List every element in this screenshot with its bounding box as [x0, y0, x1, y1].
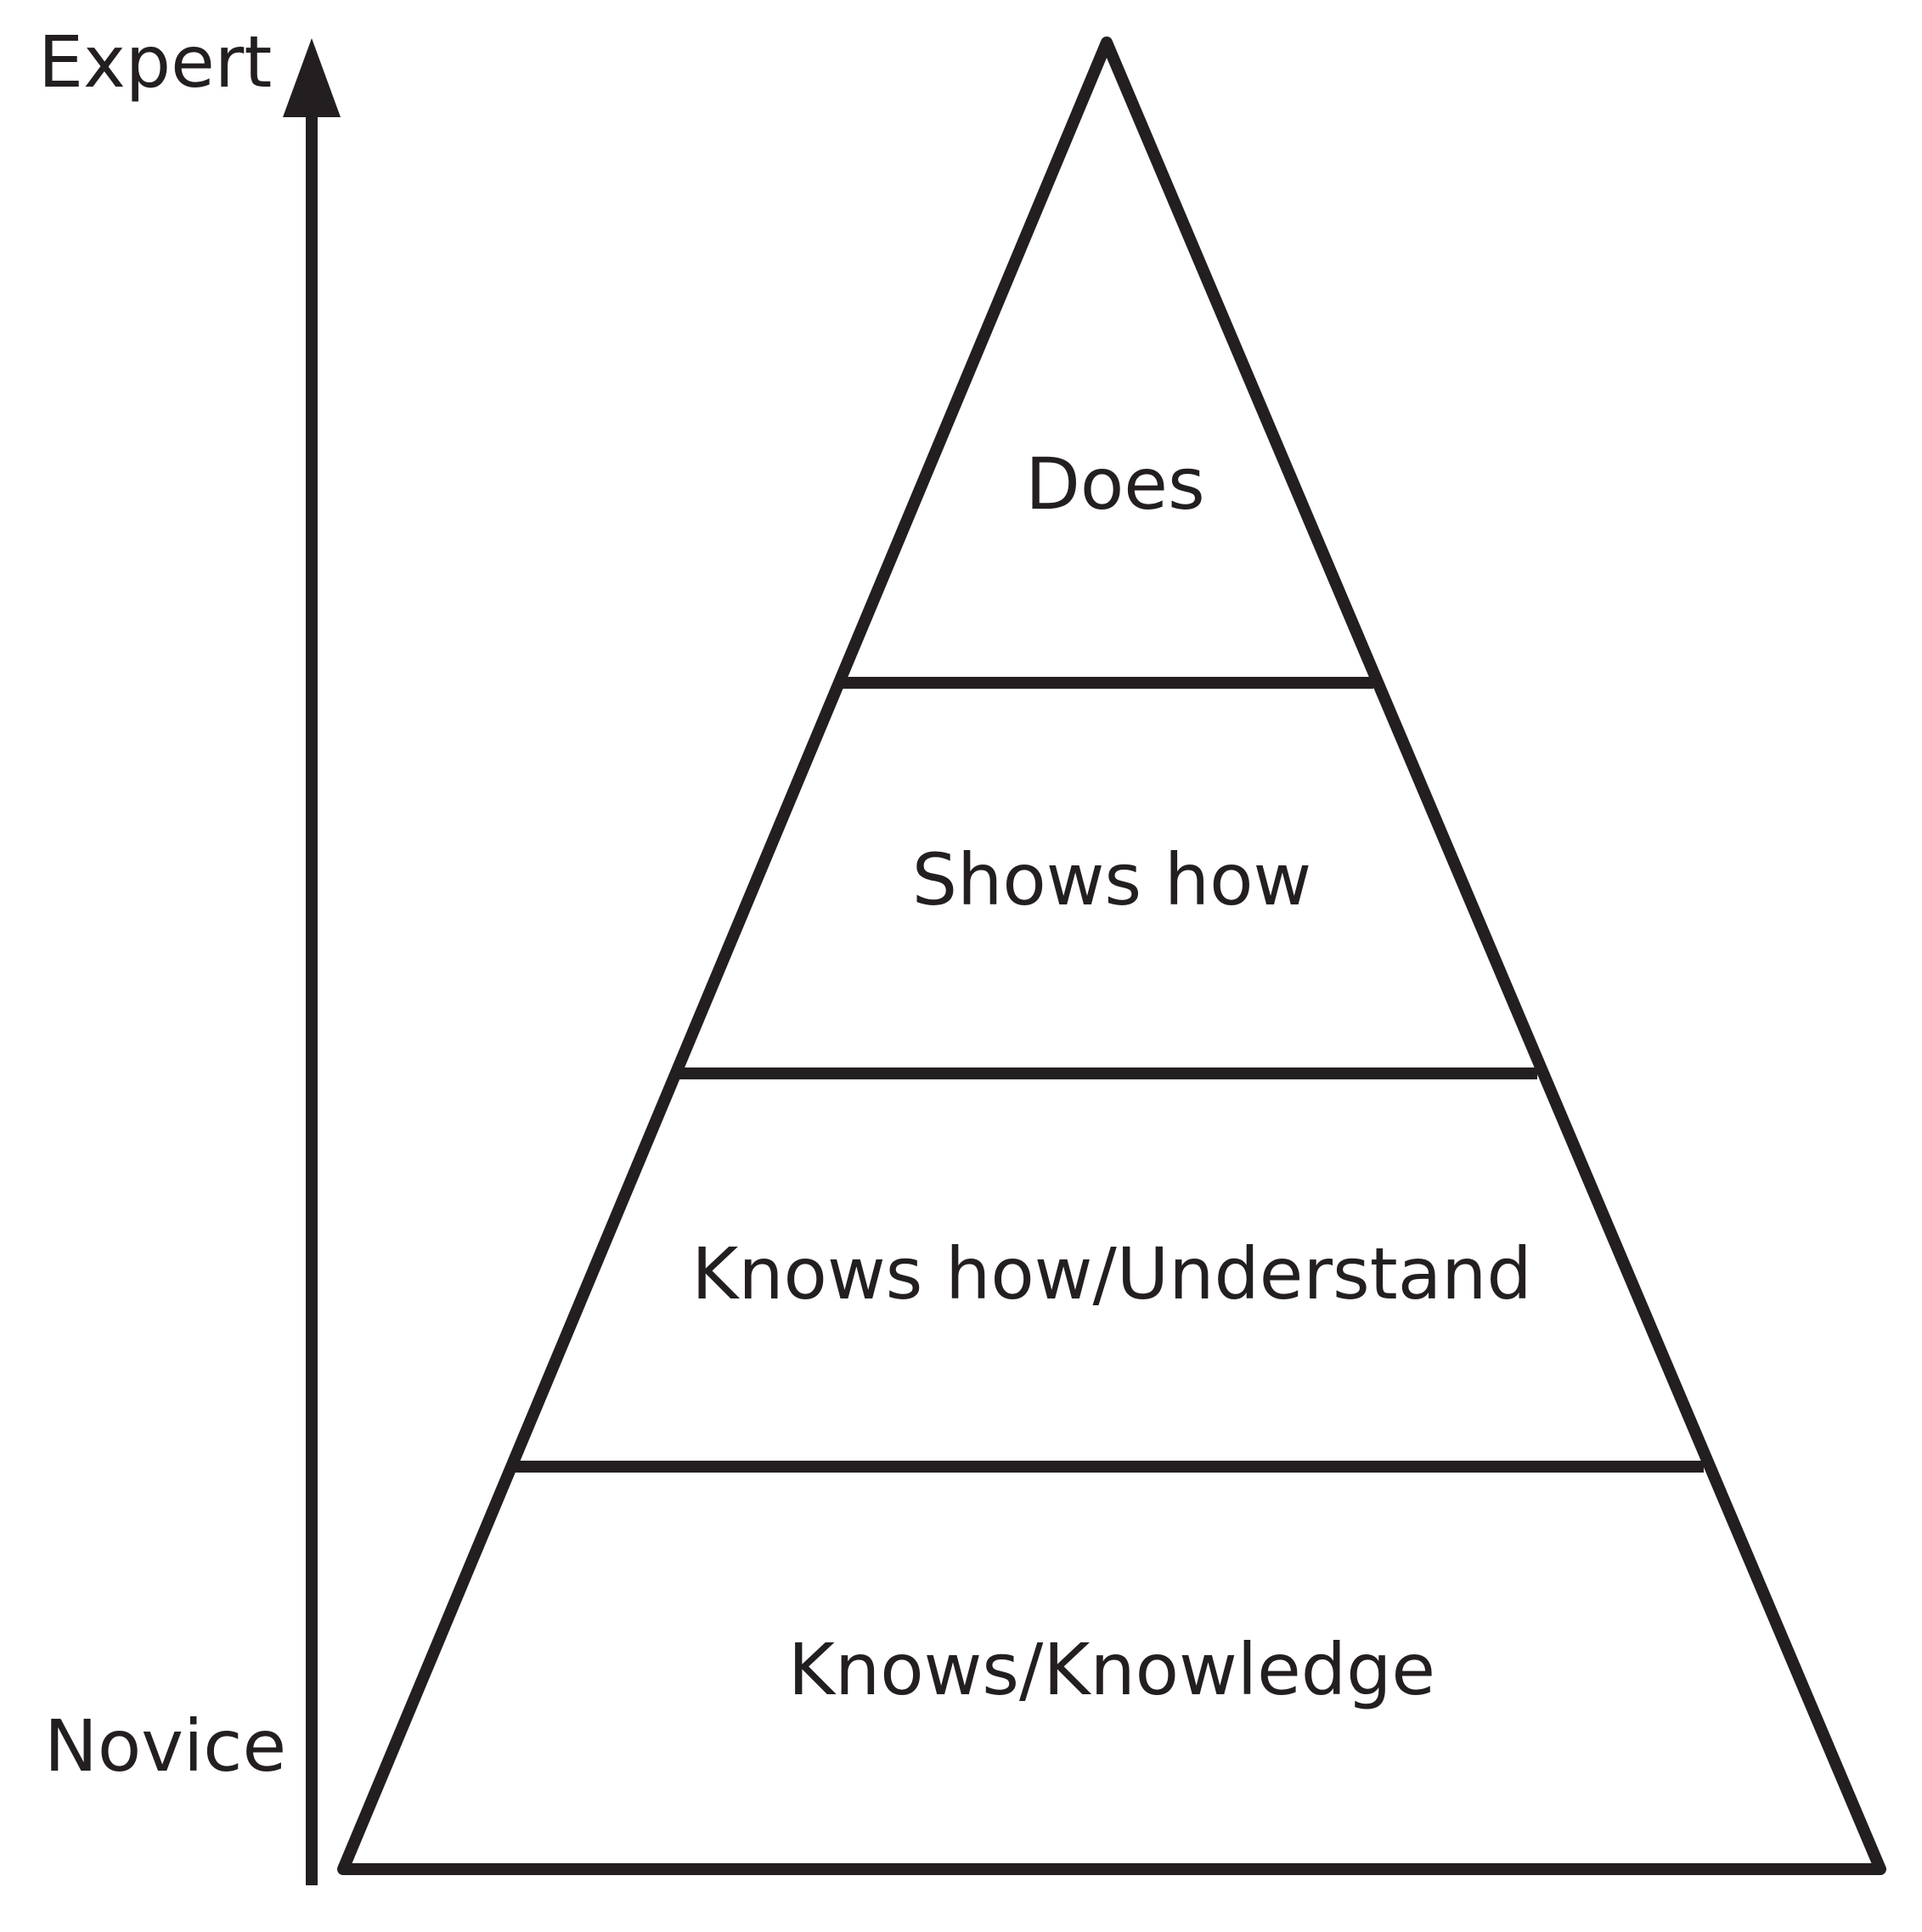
- expertise-axis-arrowhead: [283, 38, 341, 117]
- axis-top-label: Expert: [38, 20, 272, 104]
- tier-label-does: Does: [1025, 442, 1205, 526]
- tier-label-knows: Knows/Knowledge: [788, 1628, 1435, 1711]
- axis-bottom-label: Novice: [44, 1704, 286, 1788]
- pyramid-outline: [337, 37, 1886, 1875]
- tier-label-knows-how: Knows how/Understand: [691, 1232, 1532, 1315]
- tier-label-shows-how: Shows how: [912, 838, 1311, 921]
